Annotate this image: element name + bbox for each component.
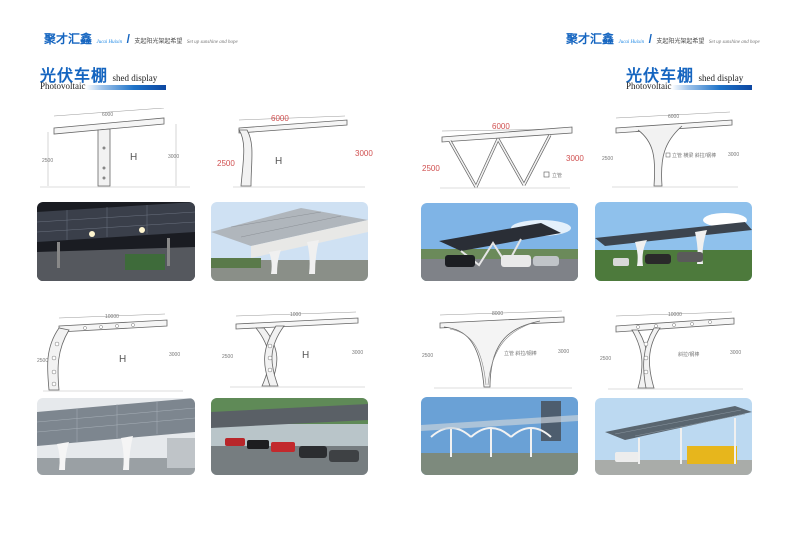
title-underline-bar	[86, 85, 166, 90]
drawing-x-column: 1000 2500 3000 H	[222, 311, 365, 388]
dim-left-height: 2500	[422, 164, 440, 173]
dim-width: 6000	[271, 114, 289, 123]
dim-right-height: 3000	[168, 154, 179, 160]
dim-left-height: 2500	[222, 354, 233, 360]
photo-y-column-carport	[595, 202, 752, 281]
h-section-icon: H	[130, 152, 137, 163]
dim-right-height: 3000	[169, 352, 180, 358]
photo-carport-day	[211, 202, 368, 281]
header-slash: /	[126, 32, 130, 46]
dim-width: 10000	[105, 314, 119, 320]
drawing-arch-column: 8000 2500 3000 立管 斜拉/钢棒	[422, 310, 572, 389]
tagline: 支起阳光架起希望	[134, 38, 183, 45]
dim-right-height: 3000	[352, 350, 363, 356]
brand-name-en: Jucai Huixin	[96, 40, 123, 45]
dim-width: 6000	[102, 112, 113, 118]
dim-width: 10000	[668, 312, 682, 318]
drawing-y-column: 6000 2500 3000 立管 横梁 斜拉/钢棒	[602, 111, 739, 188]
brand-name-en: Jucai Huixin	[618, 40, 645, 45]
drawing-legend: 斜拉/钢棒	[678, 351, 699, 358]
photo-w-truss-carport	[421, 203, 578, 281]
dim-width: 8000	[492, 311, 503, 317]
section-subtitle: shed display	[112, 73, 158, 83]
dim-right-height: 3000	[730, 350, 741, 356]
title-underline-bar	[672, 85, 752, 90]
left-header: 聚才汇鑫 Jucai Huixin / 支起阳光架起希望 Set up suns…	[44, 30, 238, 48]
dim-left-height: 2500	[217, 159, 235, 168]
dim-left-height: 2500	[422, 353, 433, 359]
drawing-legend: 立管 横梁 斜拉/钢棒	[672, 152, 716, 159]
section-title-en: Photovoltaic	[626, 81, 672, 91]
dim-right-height: 3000	[566, 154, 584, 163]
h-section-icon: H	[302, 350, 309, 361]
drawing-w-truss: 6000 2500 3000 立管	[422, 122, 584, 189]
photo-perforated-carport	[37, 398, 195, 475]
photo-carport-night	[37, 202, 195, 281]
right-section-title: 光伏车棚 shed display	[626, 62, 756, 86]
header-slash: /	[648, 32, 652, 46]
dim-left-height: 2500	[37, 358, 48, 364]
drawing-legend: 立管 斜拉/钢棒	[504, 350, 537, 357]
tagline-en: Set up sunshine and hope	[186, 40, 238, 45]
drawing-curved-column: 6000 2500 3000 H	[217, 114, 373, 188]
section-title-en: Photovoltaic	[40, 81, 86, 91]
drawing-perforated-column: 10000 2500 3000 H	[37, 313, 183, 392]
section-title: 光伏车棚	[40, 66, 109, 85]
photo-arch-carport	[421, 397, 578, 475]
photo-red-cars-carport	[211, 398, 368, 475]
dim-width: 1000	[290, 312, 301, 318]
h-section-icon: H	[275, 156, 282, 167]
legend-square-icon	[543, 171, 550, 178]
right-header: 聚才汇鑫 Jucai Huixin / 支起阳光架起希望 Set up suns…	[566, 30, 760, 48]
dim-width: 6000	[668, 114, 679, 120]
section-title: 光伏车棚	[626, 66, 695, 85]
brand-name: 聚才汇鑫	[566, 32, 615, 46]
tagline-en: Set up sunshine and hope	[708, 40, 760, 45]
dim-left-height: 2500	[600, 356, 611, 362]
brand-name: 聚才汇鑫	[44, 32, 93, 46]
dim-right-height: 3000	[728, 152, 739, 158]
left-section-title: 光伏车棚 shed display	[40, 62, 170, 86]
dim-width: 6000	[492, 122, 510, 131]
drawing-x-brace-column: 10000 2500 3000 斜拉/钢棒	[600, 311, 743, 390]
drawing-legend: 立管	[552, 172, 562, 179]
photo-yellow-car-carport	[595, 398, 752, 475]
tagline: 支起阳光架起希望	[656, 38, 705, 45]
drawing-t-column: 6000 2500 3000 H	[40, 108, 190, 188]
section-subtitle: shed display	[698, 73, 744, 83]
dim-left-height: 2500	[602, 156, 613, 162]
dim-right-height: 3000	[355, 149, 373, 158]
dim-right-height: 3000	[558, 349, 569, 355]
h-section-icon: H	[119, 354, 126, 365]
dim-left-height: 2500	[42, 158, 53, 164]
